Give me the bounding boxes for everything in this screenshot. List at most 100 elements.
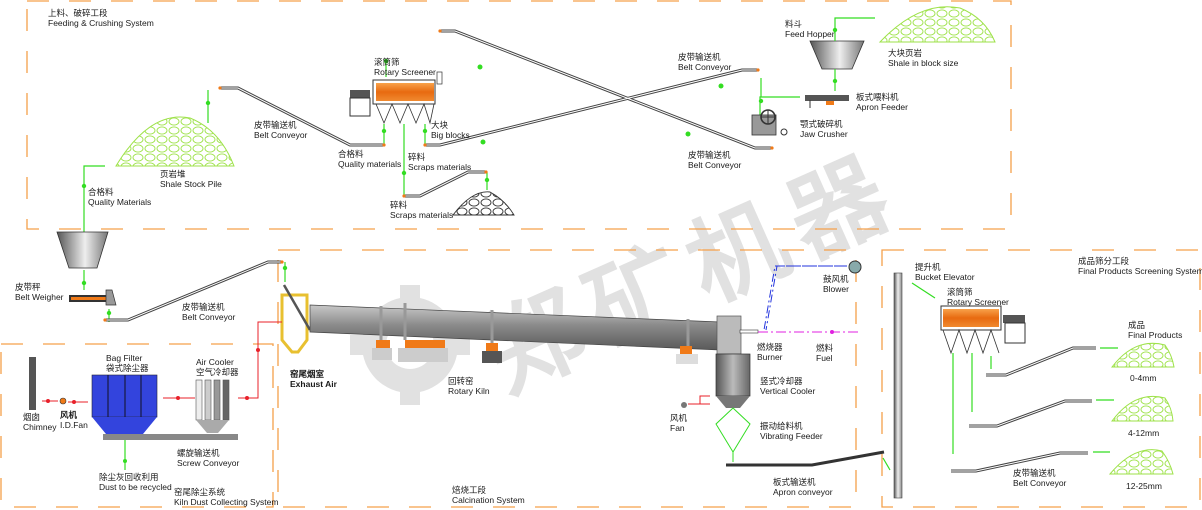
quality-materials-left-zh: 合格料 <box>88 187 114 197</box>
jaw-crusher <box>751 109 788 136</box>
section-feeding-zh: 上料、破碎工段 <box>48 8 108 18</box>
screw-conveyor <box>103 434 238 440</box>
bucket-elevator-en: Bucket Elevator <box>915 272 975 282</box>
product-size-label: 0-4mm <box>1130 373 1157 383</box>
id-fan-icon <box>59 397 67 405</box>
section-feeding-en: Feeding & Crushing System <box>48 18 154 28</box>
air-cooler-zh: 空气冷却器 <box>196 367 239 377</box>
vibrating-feeder-en: Vibrating Feeder <box>760 431 823 441</box>
blower-zh: 鼓风机 <box>823 274 849 284</box>
bucket-elevator <box>893 272 903 499</box>
belt-conveyor-mid-zh: 皮带输送机 <box>688 150 731 160</box>
scraps-2-en: Scraps materials <box>390 210 454 220</box>
chimney <box>29 357 36 410</box>
burner-pipe <box>739 329 759 334</box>
shale-stock-pile-en: Shale Stock Pile <box>160 179 222 189</box>
dust-recycled-en: Dust to be recycled <box>99 482 172 492</box>
scraps-2-zh: 碎料 <box>390 200 408 210</box>
scraps-pile <box>452 191 515 216</box>
exhaust-air-en: Exhaust Air <box>290 379 337 389</box>
belt-weigher-en: Belt Weigher <box>15 292 64 302</box>
section-final-en: Final Products Screening System <box>1078 266 1202 276</box>
bag-filter-zh: 袋式除尘器 <box>106 363 149 373</box>
big-blocks-en: Big blocks <box>431 130 470 140</box>
apron-feeder-en: Apron Feeder <box>856 102 908 112</box>
kiln-supports <box>372 303 698 364</box>
belt-conveyor-left-zh: 皮带输送机 <box>254 120 297 130</box>
product-size-label: 12-25mm <box>1126 481 1162 491</box>
feed-hopper <box>809 40 865 70</box>
apron-conveyor <box>726 450 885 467</box>
quality-materials-top-zh: 合格料 <box>338 149 364 159</box>
feed-hopper-zh: 料斗 <box>785 19 803 29</box>
apron-feeder-zh: 板式喂料机 <box>856 92 899 102</box>
id-fan-en: I.D.Fan <box>60 420 88 430</box>
rotary-screener-top <box>349 71 443 125</box>
rotary-screener-top-en: Rotary Screener <box>374 67 436 77</box>
belt-conveyor-top-zh: 皮带输送机 <box>678 52 721 62</box>
big-blocks-zh: 大块 <box>431 120 449 130</box>
feeding-section-border <box>26 0 1012 230</box>
scraps-1-zh: 碎料 <box>408 152 426 162</box>
belt-conveyor-final-zh: 皮带输送机 <box>1013 468 1056 478</box>
screw-conveyor-zh: 螺旋输送机 <box>177 448 220 458</box>
id-fan-zh: 风机 <box>60 410 78 420</box>
flow-arrows <box>81 27 838 316</box>
chimney-zh: 烟囱 <box>23 412 41 422</box>
kiln-hood <box>716 315 742 355</box>
belt-conveyor-mid-en: Belt Conveyor <box>688 160 742 170</box>
quality-materials-left-en: Quality Materials <box>88 197 152 207</box>
final-section-border <box>881 249 1201 508</box>
jaw-crusher-en: Jaw Crusher <box>800 129 848 139</box>
blower-icon <box>848 260 862 274</box>
fuel-zh: 燃料 <box>816 343 834 353</box>
product-pile-12-25 <box>1108 449 1174 475</box>
rotary-kiln-zh: 回转窑 <box>448 376 474 386</box>
section-final-zh: 成品筛分工段 <box>1078 256 1130 266</box>
section-calcination-zh: 焙烧工段 <box>452 485 487 495</box>
belt-conveyor-final-en: Belt Conveyor <box>1013 478 1067 488</box>
fan-en: Fan <box>670 423 685 433</box>
scraps-1-en: Scraps materials <box>408 162 472 172</box>
section-dust-en: Kiln Dust Collecting System <box>174 497 279 507</box>
burner-en: Burner <box>757 352 783 362</box>
apron-conveyor-zh: 板式输送机 <box>773 477 816 487</box>
bag-filter <box>91 374 158 434</box>
vertical-cooler-zh: 竖式冷却器 <box>760 376 803 386</box>
belt-weigher <box>69 289 117 306</box>
product-pile-4-12 <box>1111 395 1174 422</box>
section-calcination-en: Calcination System <box>452 495 525 505</box>
belt-conveyor-kiln-en: Belt Conveyor <box>182 312 236 322</box>
dust-recycled-zh: 除尘灰回收利用 <box>99 472 159 482</box>
vibrating-feeder-lines <box>715 407 751 462</box>
